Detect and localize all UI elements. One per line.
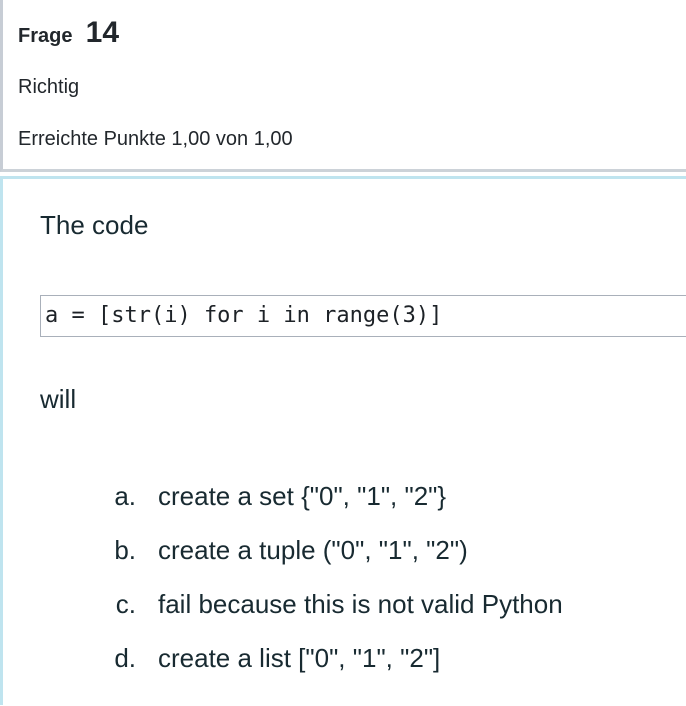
answer-options-list: a. create a set {"0", "1", "2"} b. creat…	[40, 479, 686, 675]
question-label: Frage	[18, 25, 73, 47]
option-letter: c.	[115, 589, 136, 619]
question-content: The code a = [str(i) for i in range(3)] …	[0, 176, 686, 705]
question-number: 14	[85, 16, 120, 49]
answer-option-a: a. create a set {"0", "1", "2"}	[40, 479, 686, 513]
option-text: create a set {"0", "1", "2"}	[158, 481, 447, 511]
option-text: fail because this is not valid Python	[158, 589, 563, 619]
option-letter: d.	[114, 643, 136, 673]
question-grade: Erreichte Punkte 1,00 von 1,00	[18, 128, 293, 150]
question-state: Richtig	[18, 76, 80, 98]
answer-option-b: b. create a tuple ("0", "1", "2")	[40, 533, 686, 567]
option-text: create a list ["0", "1", "2"]	[158, 643, 441, 673]
option-letter: b.	[114, 535, 136, 565]
code-block: a = [str(i) for i in range(3)]	[40, 295, 686, 337]
option-letter: a.	[114, 481, 136, 511]
option-text: create a tuple ("0", "1", "2")	[158, 535, 468, 565]
answer-option-c: c. fail because this is not valid Python	[40, 587, 686, 621]
question-after-code-text: will	[40, 384, 77, 414]
question-intro-text: The code	[40, 210, 149, 240]
question-info: Frage 14 Richtig Erreichte Punkte 1,00 v…	[0, 0, 686, 172]
answer-option-d: d. create a list ["0", "1", "2"]	[40, 641, 686, 675]
question-number-heading: Frage 14	[18, 15, 666, 54]
